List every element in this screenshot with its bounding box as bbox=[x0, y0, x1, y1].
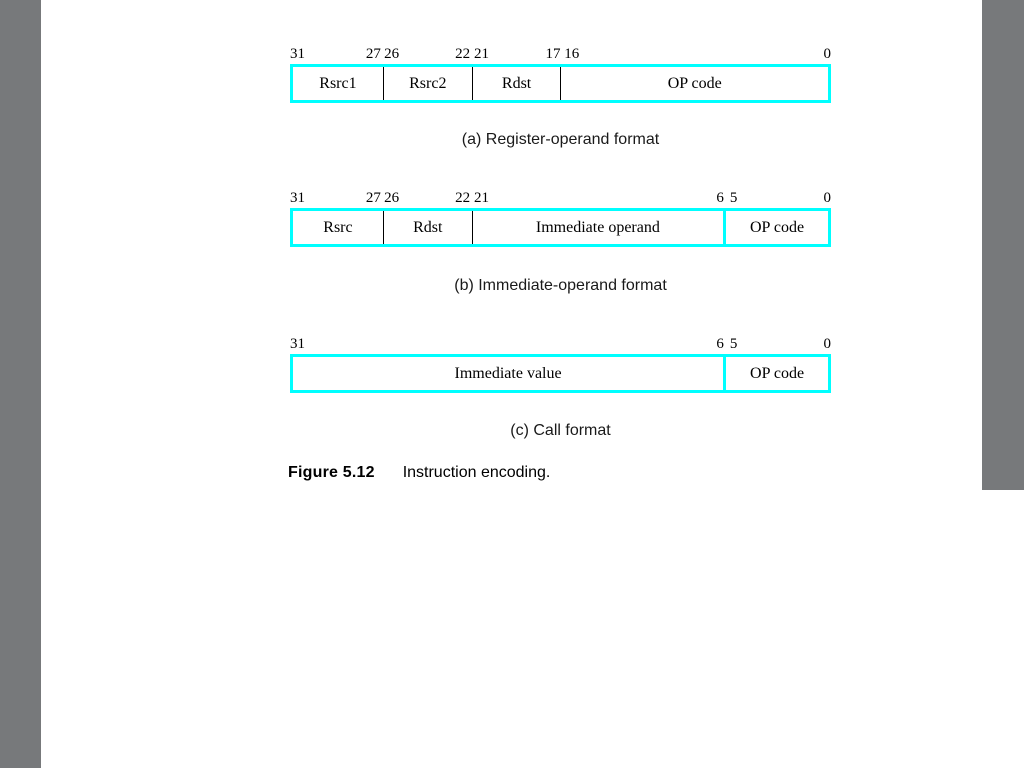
bit-number-22: 22 bbox=[455, 190, 471, 206]
bit-number-0: 0 bbox=[823, 190, 832, 206]
bit-number-26: 26 bbox=[384, 190, 400, 206]
bit-number-31: 31 bbox=[290, 336, 305, 352]
diagram-caption-immediate-operand: (b) Immediate-operand format bbox=[454, 277, 667, 294]
bitfield-cell: Rsrc1 bbox=[319, 74, 357, 92]
bit-number-5: 5 bbox=[729, 190, 738, 206]
bit-number-27: 27 bbox=[365, 46, 381, 62]
bit-number-21: 21 bbox=[473, 190, 489, 206]
bitfield-cell: Immediate operand bbox=[471, 211, 723, 244]
bit-number-6: 6 bbox=[716, 190, 724, 206]
bitfield-cell: Rdst bbox=[382, 211, 472, 244]
figure-number: Figure 5.12 bbox=[288, 464, 375, 481]
bitfield-cell: Rsrc bbox=[323, 218, 353, 236]
bit-number-31: 31 bbox=[290, 190, 305, 206]
bitfield-box-call: Immediate value OP code bbox=[290, 354, 831, 393]
bit-number-26: 26 bbox=[384, 46, 400, 62]
bit-number-22: 22 bbox=[455, 46, 471, 62]
bitfield-cell: OP code bbox=[723, 357, 828, 390]
bit-number-5: 5 bbox=[729, 336, 738, 352]
bit-number-0: 0 bbox=[823, 46, 832, 62]
page-sidebar-right bbox=[982, 0, 1024, 490]
bitfield-cell: OP code bbox=[560, 67, 828, 100]
bitfield-cell: Rdst bbox=[471, 67, 561, 100]
bit-number-17: 17 bbox=[545, 46, 561, 62]
bit-number-21: 21 bbox=[473, 46, 489, 62]
bit-number-0: 0 bbox=[823, 336, 832, 352]
diagram-caption-call: (c) Call format bbox=[510, 422, 611, 439]
bitfield-cell: Immediate value bbox=[454, 364, 562, 382]
bit-number-31: 31 bbox=[290, 46, 305, 62]
bit-number-27: 27 bbox=[365, 190, 381, 206]
figure-title: Instruction encoding. bbox=[402, 464, 551, 481]
bitfield-cell: Rsrc2 bbox=[382, 67, 472, 100]
bit-number-6: 6 bbox=[716, 336, 724, 352]
figure-caption: Figure 5.12 Instruction encoding. bbox=[288, 464, 550, 482]
page-sidebar-left bbox=[0, 0, 41, 768]
bit-number-16: 16 bbox=[564, 46, 580, 62]
diagram-caption-register-operand: (a) Register-operand format bbox=[461, 131, 660, 148]
bitfield-cell: OP code bbox=[723, 211, 828, 244]
